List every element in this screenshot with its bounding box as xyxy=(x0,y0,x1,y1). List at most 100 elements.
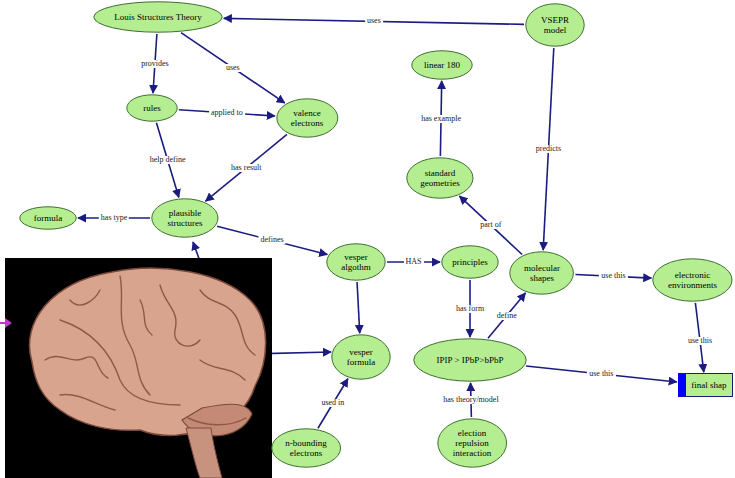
link-phrase: use this xyxy=(686,337,714,345)
node-label: linear 180 xyxy=(424,60,460,70)
ellipse-fill xyxy=(276,99,337,137)
gyrus-line xyxy=(120,276,150,395)
ellipse-fill xyxy=(127,95,177,121)
concept-ellipse: standard geometries xyxy=(406,157,474,199)
ellipse-fill xyxy=(407,158,473,198)
pointer-arrow-head xyxy=(5,318,12,328)
node-label: vesper formula xyxy=(341,347,381,367)
node-label: vesper algothm xyxy=(336,252,376,272)
node-label: rules xyxy=(143,103,161,113)
link-phrase: HAS xyxy=(403,258,423,266)
gyrus-line xyxy=(160,285,200,346)
ellipse-fill xyxy=(510,252,574,294)
connector-arrow xyxy=(206,134,287,201)
link-phrase: uses xyxy=(365,17,383,25)
node-label: Louis Structures Theory xyxy=(114,12,201,22)
ellipse-fill xyxy=(20,207,76,229)
connector-arrow xyxy=(179,110,275,116)
node-text-group: n-bounding electrons xyxy=(282,438,330,458)
gyrus-line xyxy=(188,418,246,425)
node-label: plausible structures xyxy=(162,208,208,228)
link-phrase: has example xyxy=(419,115,463,123)
node-label: electronic environments xyxy=(665,270,721,290)
ellipse-fill xyxy=(272,429,341,467)
concept-ellipse: valence electrons xyxy=(276,98,339,138)
ellipse-fill xyxy=(438,419,507,467)
concept-box: final shap xyxy=(678,373,733,397)
gyri-lines xyxy=(45,276,255,425)
photo-background xyxy=(5,258,272,478)
connector-arrow xyxy=(224,18,524,24)
link-phrase: use this xyxy=(587,370,615,378)
node-text-group: formula xyxy=(34,213,63,223)
concept-ellipse: election repulsion interaction xyxy=(437,418,507,468)
node-label: election repulsion interaction xyxy=(448,428,496,458)
gyrus-line xyxy=(60,320,180,405)
link-phrase: has type xyxy=(99,214,129,222)
concept-ellipse: VSEPR model xyxy=(525,3,585,47)
ellipse-fill xyxy=(332,335,390,379)
connector-arrow xyxy=(217,226,327,254)
link-phrase: provides xyxy=(139,60,171,68)
node-text-group: final shap xyxy=(691,380,726,390)
node-text-group: VSEPR model xyxy=(535,15,575,35)
gyrus-line xyxy=(60,395,115,410)
brainstem xyxy=(186,428,222,478)
node-text-group: vesper formula xyxy=(341,347,381,367)
ellipse-fill xyxy=(526,4,584,46)
node-text-group: valence electrons xyxy=(286,108,328,128)
link-phrase: define xyxy=(495,312,519,320)
concept-ellipse: rules xyxy=(126,94,178,122)
node-label: molecular shapes xyxy=(520,263,564,283)
link-phrase: part of xyxy=(478,221,503,229)
node-text-group: standard geometries xyxy=(417,168,463,188)
ellipse-fill xyxy=(94,2,222,32)
connector-arrow xyxy=(488,293,525,338)
ellipse-fill xyxy=(412,51,472,79)
connector-arrow xyxy=(181,33,285,103)
gyrus-line xyxy=(200,290,255,355)
link-phrase: help define xyxy=(148,156,188,164)
gyrus-line xyxy=(45,356,108,378)
node-label: n-bounding electrons xyxy=(282,438,330,458)
concept-ellipse: vesper algothm xyxy=(326,243,386,281)
concept-ellipse: IPIP > IPbP>bPbP xyxy=(413,338,527,382)
node-label: standard geometries xyxy=(417,168,463,188)
node-text-group: plausible structures xyxy=(162,208,208,228)
link-phrase: used in xyxy=(319,399,346,407)
concept-ellipse: vesper formula xyxy=(331,334,391,380)
node-text-group: Louis Structures Theory xyxy=(114,12,201,22)
ellipse-fill xyxy=(442,246,498,278)
node-label: principles xyxy=(452,257,488,267)
connector-arrow xyxy=(526,366,677,382)
node-text-group: linear 180 xyxy=(424,60,460,70)
node-text-group: electronic environments xyxy=(665,270,721,290)
node-text-group: vesper algothm xyxy=(336,252,376,272)
node-label: VSEPR model xyxy=(535,15,575,35)
concept-ellipse: principles xyxy=(441,245,499,279)
node-text-group: IPIP > IPbP>bPbP xyxy=(437,355,504,365)
link-phrase: defines xyxy=(259,236,286,244)
ellipse-fill xyxy=(653,259,732,301)
link-phrase: has result xyxy=(229,164,263,172)
node-label: valence electrons xyxy=(286,108,328,128)
link-phrase: has form xyxy=(454,305,486,313)
gyrus-line xyxy=(70,290,100,305)
node-text-group: rules xyxy=(143,103,161,113)
ellipse-fill xyxy=(327,244,385,280)
concept-ellipse: linear 180 xyxy=(411,50,473,80)
link-phrase: use this xyxy=(599,272,627,280)
node-text-group: principles xyxy=(452,257,488,267)
ellipse-fill xyxy=(414,339,526,381)
node-label: formula xyxy=(34,213,63,223)
ellipse-fill xyxy=(152,199,218,237)
concept-ellipse: n-bounding electrons xyxy=(271,428,341,468)
concept-ellipse: electronic environments xyxy=(652,258,733,302)
gyrus-line xyxy=(140,300,152,335)
node-text-group: election repulsion interaction xyxy=(448,428,496,458)
connector-arrow xyxy=(318,379,348,429)
link-phrase: predicts xyxy=(534,145,563,153)
link-phrase: applied to xyxy=(209,109,245,117)
